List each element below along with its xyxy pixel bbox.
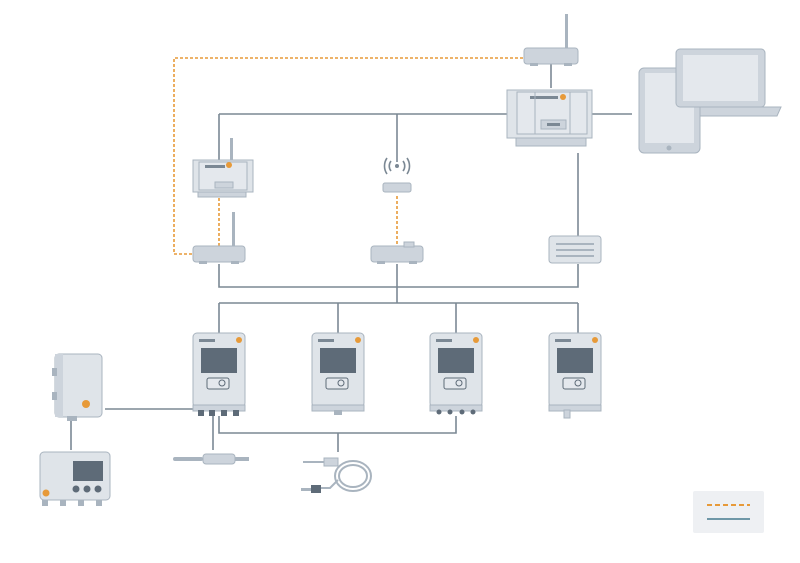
wireless-links: [173, 57, 523, 255]
laptop-icon: [675, 48, 782, 117]
controller-icon: [39, 451, 111, 506]
legend: [693, 491, 764, 533]
sensor-bus: [218, 416, 457, 434]
wifi-access-point-icon: [382, 157, 412, 193]
transmitter-icon: [52, 353, 103, 421]
data-logger-icon: [548, 332, 602, 419]
cable-sensor-icon: [301, 457, 372, 493]
connections: [70, 64, 632, 452]
data-logger-icon: [192, 332, 246, 416]
wifi-link-left: [173, 57, 523, 255]
gateway-icon: [548, 235, 602, 264]
base-station-icon: [506, 89, 593, 147]
base-station-icon: [192, 138, 254, 198]
data-logger-icon: [429, 332, 483, 415]
data-logger-icon: [311, 332, 365, 415]
bus-left: [218, 264, 579, 288]
temperature-probe-icon: [173, 453, 249, 465]
router-icon: [192, 212, 246, 264]
legend-swatches: [707, 504, 750, 520]
router-icon: [370, 241, 424, 264]
router-icon: [523, 14, 579, 66]
